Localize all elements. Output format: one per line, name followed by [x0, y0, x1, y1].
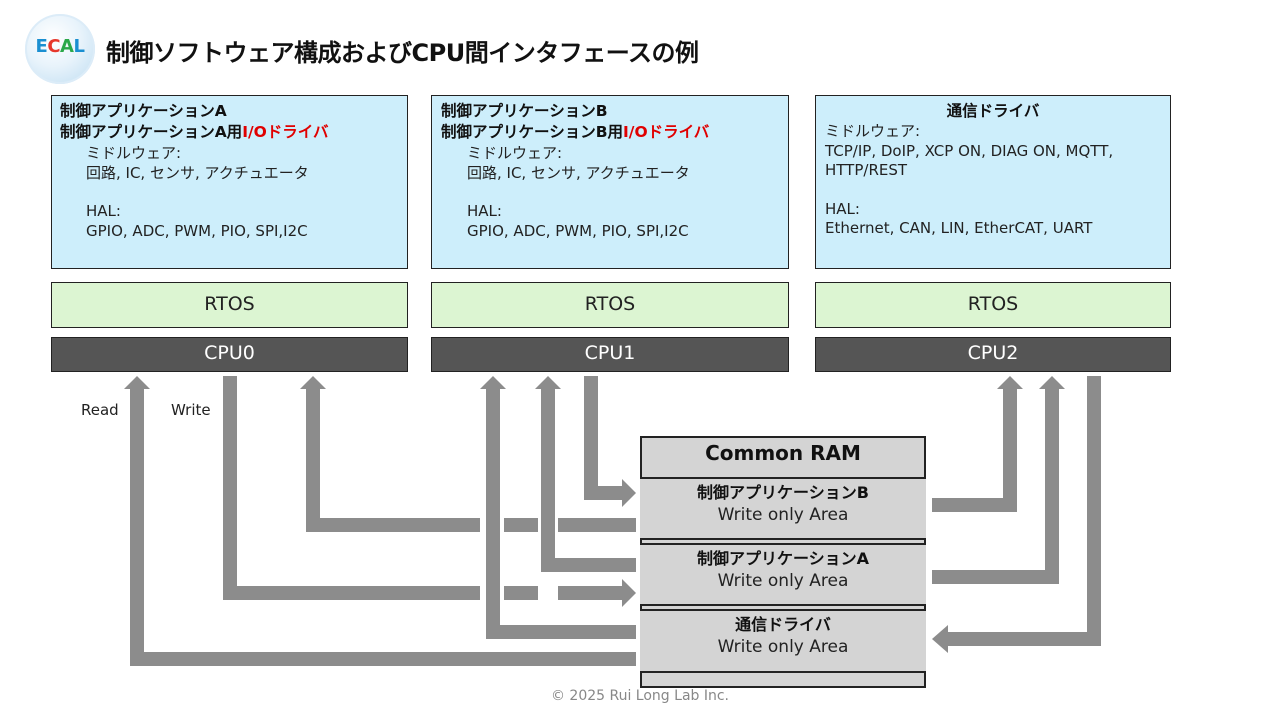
hal-items: GPIO, ADC, PWM, PIO, SPI,I2C	[467, 221, 689, 240]
software-box-cpu1: 制御アプリケーションB 制御アプリケーションB用I/Oドライバ ミドルウェア: …	[431, 95, 789, 269]
arrow-cpu1-read-a	[535, 376, 636, 572]
arrow-cpu0-write-a	[223, 376, 636, 607]
ram-area-name: 通信ドライバ	[735, 615, 831, 634]
app-a-driver-heading: 制御アプリケーションA用I/Oドライバ	[60, 122, 399, 143]
middleware-items: 回路, IC, センサ, アクチュエータ	[467, 163, 690, 182]
ram-area-comm: 通信ドライバ Write only Area	[640, 609, 926, 673]
hal-items: Ethernet, CAN, LIN, EtherCAT, UART	[825, 219, 1093, 237]
comm-driver-heading: 通信ドライバ	[946, 102, 1040, 120]
middleware-label: ミドルウェア:	[825, 122, 921, 140]
app-a-heading: 制御アプリケーションA	[60, 102, 227, 120]
arrow-cpu2-read-a	[932, 376, 1065, 584]
middleware-label: ミドルウェア:	[86, 144, 182, 162]
middleware-items: TCP/IP, DoIP, XCP ON, DIAG ON, MQTT,	[825, 141, 1114, 160]
crossing-gap	[538, 582, 558, 603]
middleware-items-cont: HTTP/REST	[825, 161, 908, 179]
middleware-items: 回路, IC, センサ, アクチュエータ	[86, 163, 309, 182]
hal-items: GPIO, ADC, PWM, PIO, SPI,I2C	[86, 221, 308, 240]
ram-area-desc: Write only Area	[717, 505, 849, 525]
arrow-cpu1-read-comm	[480, 376, 636, 639]
ram-area-name: 制御アプリケーションB	[697, 483, 869, 502]
hal-label: HAL:	[825, 199, 860, 218]
ram-area-app-b: 制御アプリケーションB Write only Area	[640, 477, 926, 540]
logo-text: ECAL	[25, 36, 95, 57]
cpu1-box: CPU1	[431, 337, 789, 372]
ram-area-desc: Write only Area	[717, 571, 849, 591]
driver-prefix: 制御アプリケーションB用	[441, 123, 624, 141]
logo-letter: C	[47, 36, 61, 57]
arrow-cpu1-write-b	[584, 376, 636, 507]
app-b-driver-heading: 制御アプリケーションB用I/Oドライバ	[441, 122, 779, 143]
common-ram-title: Common RAM	[705, 441, 861, 465]
app-b-heading: 制御アプリケーションB	[441, 102, 608, 120]
hal-label: HAL:	[86, 202, 121, 220]
middleware-label: ミドルウェア:	[467, 144, 563, 162]
driver-prefix: 制御アプリケーションA用	[60, 123, 243, 141]
rtos-box-cpu2: RTOS	[815, 282, 1171, 328]
arrow-cpu2-read-b	[932, 376, 1023, 512]
read-label: Read	[81, 401, 119, 419]
logo-letter: A	[60, 36, 74, 57]
logo-letter: L	[73, 36, 85, 57]
page-title: 制御ソフトウェア構成およびCPU間インタフェースの例	[106, 39, 699, 67]
rtos-box-cpu1: RTOS	[431, 282, 789, 328]
write-label: Write	[171, 401, 211, 419]
ecal-logo: ECAL	[25, 14, 95, 84]
rtos-box-cpu0: RTOS	[51, 282, 408, 328]
software-box-cpu2: 通信ドライバ ミドルウェア: TCP/IP, DoIP, XCP ON, DIA…	[815, 95, 1171, 269]
ram-area-desc: Write only Area	[717, 637, 849, 657]
ram-area-name: 制御アプリケーションA	[696, 549, 870, 568]
cpu0-box: CPU0	[51, 337, 408, 372]
software-box-cpu0: 制御アプリケーションA 制御アプリケーションA用I/Oドライバ ミドルウェア: …	[51, 95, 408, 269]
ram-area-app-a: 制御アプリケーションA Write only Area	[640, 543, 926, 606]
copyright: © 2025 Rui Long Lab Inc.	[550, 688, 730, 704]
io-driver-label: I/Oドライバ	[623, 123, 710, 141]
hal-label: HAL:	[467, 202, 502, 220]
logo-letter: E	[35, 36, 48, 57]
cpu2-box: CPU2	[815, 337, 1171, 372]
io-driver-label: I/Oドライバ	[242, 123, 329, 141]
